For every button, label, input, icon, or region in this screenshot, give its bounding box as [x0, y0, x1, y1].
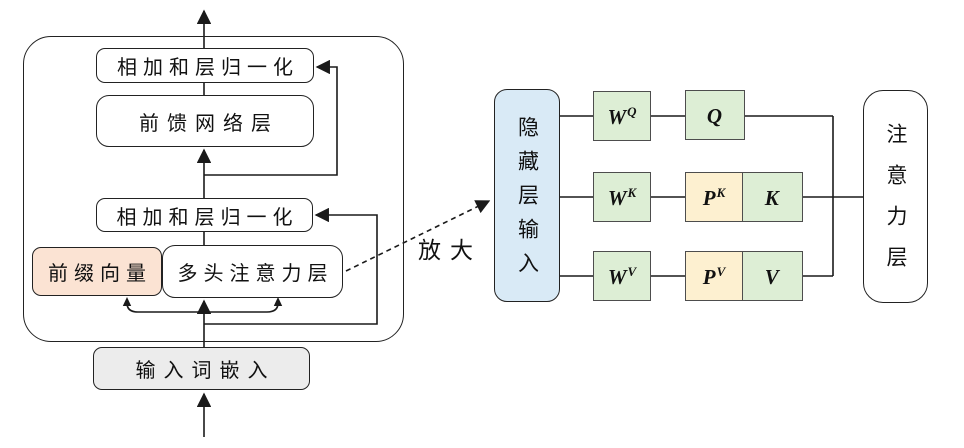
branch-arrowhead-left	[122, 297, 132, 306]
add-norm-top-label: 相加和层归一化	[117, 57, 299, 79]
pv-box: PV	[685, 251, 743, 301]
multi-head-attention-label: 多头注意力层	[177, 263, 334, 285]
transformer-block-container	[23, 36, 404, 342]
feed-forward-label: 前馈网络层	[139, 112, 279, 135]
zoom-label: 放大	[418, 238, 482, 263]
wk-box: WK	[593, 172, 651, 222]
pv-v-pair: PV V	[685, 251, 803, 301]
ffn-residual-line	[204, 59, 338, 176]
wv-box: WV	[593, 251, 651, 301]
pk-box: PK	[685, 172, 743, 222]
v-label: V	[764, 264, 779, 289]
hidden-input-box: 隐藏层输入	[494, 89, 560, 302]
feed-forward-box: 前馈网络层	[96, 95, 314, 147]
prefix-vector-box: 前缀向量	[32, 247, 162, 296]
pk-label: PK	[702, 184, 726, 210]
input-embedding-box: 输入词嵌入	[93, 347, 310, 390]
v-box: V	[741, 251, 803, 301]
wk-label: WK	[607, 184, 637, 210]
q-box: Q	[685, 90, 745, 140]
wq-label: WQ	[607, 103, 637, 129]
pk-k-pair: PK K	[685, 172, 803, 222]
add-norm-mid-box: 相加和层归一化	[96, 198, 313, 232]
branch-bracket	[126, 302, 279, 313]
q-label: Q	[706, 103, 723, 128]
attention-layer-label: 注意力层	[884, 122, 908, 287]
hidden-input-label: 隐藏层输入	[515, 115, 540, 286]
add-norm-mid-label: 相加和层归一化	[116, 206, 299, 229]
multi-head-attention-box: 多头注意力层	[162, 245, 343, 298]
input-embedding-label: 输入词嵌入	[135, 360, 276, 382]
prefix-vector-label: 前缀向量	[48, 263, 152, 285]
add-norm-top-box: 相加和层归一化	[96, 48, 314, 83]
branch-arrowhead-right	[273, 297, 283, 306]
mha-residual-line	[204, 207, 378, 325]
k-box: K	[741, 172, 803, 222]
wq-box: WQ	[593, 91, 651, 141]
k-label: K	[764, 185, 779, 210]
wv-label: WV	[607, 263, 637, 289]
attention-layer-box: 注意力层	[863, 90, 928, 303]
pv-label: PV	[702, 263, 726, 289]
